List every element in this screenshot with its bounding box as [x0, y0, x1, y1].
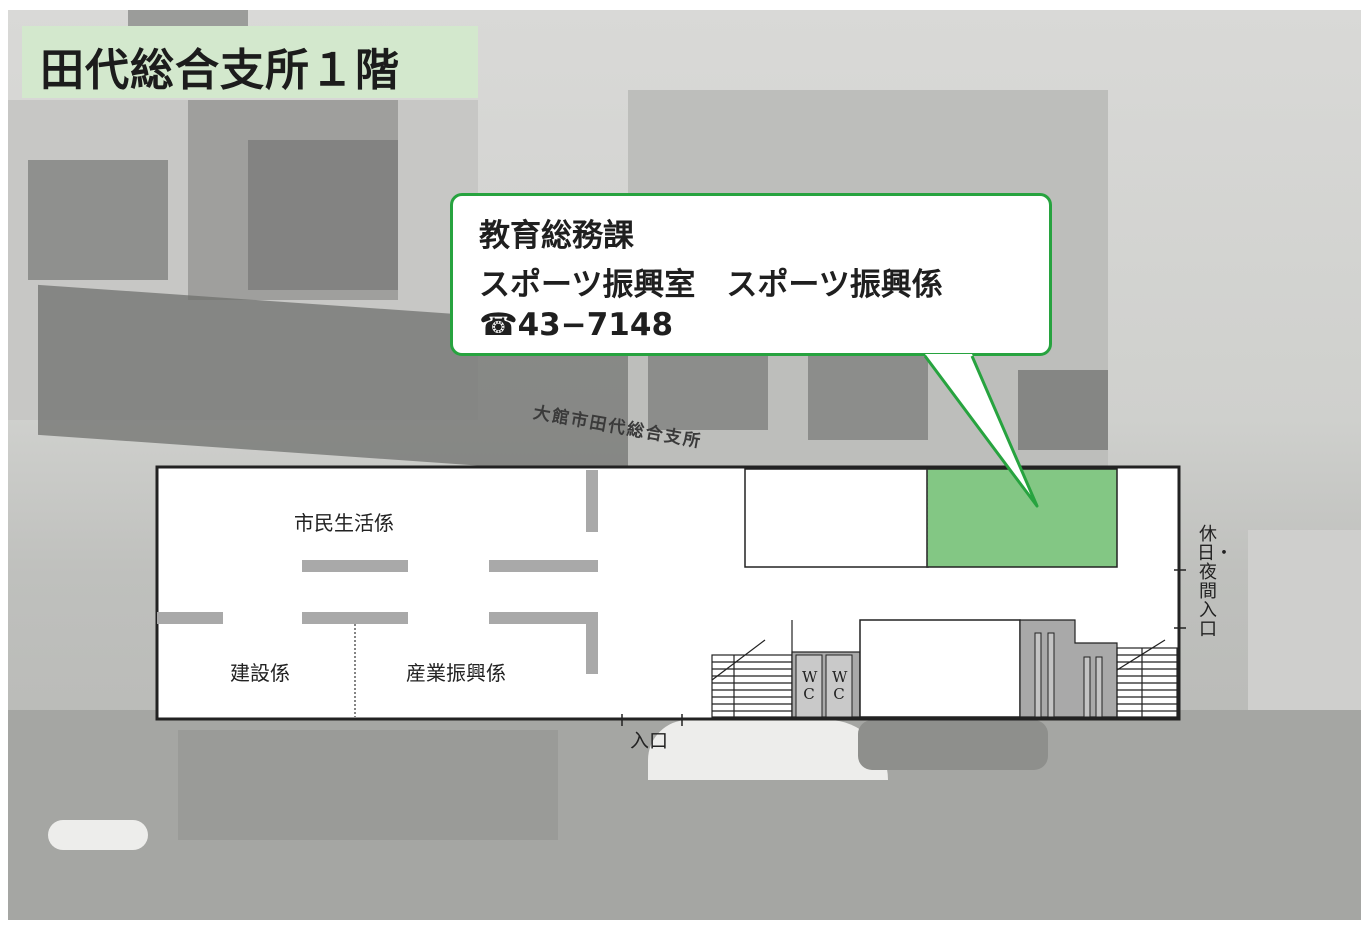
- wall-segment: [157, 612, 223, 624]
- stairs: [178, 730, 558, 840]
- staircase-right: [1116, 639, 1178, 718]
- elevator-shaft: [1034, 632, 1042, 718]
- partition-walls: [157, 470, 598, 674]
- building-dark-panel: [188, 100, 398, 300]
- education-office-highlight: [926, 468, 1118, 568]
- page-title: 田代総合支所１階: [40, 45, 400, 96]
- parked-car: [858, 720, 1048, 770]
- night-entrance-marker: [1174, 569, 1186, 629]
- building-window: [808, 350, 928, 440]
- central-room: [859, 619, 1021, 718]
- elevator-block: [1019, 619, 1118, 718]
- wall-segment: [586, 470, 598, 532]
- wall-segment: [489, 560, 598, 572]
- callout-department: 教育総務課: [479, 218, 634, 254]
- elevator-shaft: [1083, 656, 1091, 718]
- snow-patch: [48, 820, 148, 850]
- callout-phone: ☎43−7148: [479, 307, 674, 343]
- distant-building: [1248, 530, 1361, 710]
- wall-segment: [302, 612, 408, 624]
- staircase-left: [711, 639, 793, 718]
- wall-segment: [489, 612, 598, 624]
- room-label-sangyo: 産業振興係: [406, 661, 506, 685]
- wc-stall: [795, 654, 823, 718]
- wall-segment: [302, 560, 408, 572]
- snow-patch: [648, 720, 888, 780]
- wc-stall: [825, 654, 853, 718]
- night-entrance-label: 休日・夜間入口: [1197, 524, 1233, 640]
- entrance-marker: [621, 714, 683, 726]
- callout-section: スポーツ振興室 スポーツ振興係: [479, 267, 943, 303]
- department-callout: 教育総務課 スポーツ振興室 スポーツ振興係 ☎43−7148: [450, 193, 1052, 356]
- room-label-shimin: 市民生活係: [294, 511, 394, 535]
- room-label-kensetsu: 建設係: [230, 661, 290, 685]
- wall-segment: [586, 612, 598, 674]
- upper-room: [744, 468, 929, 568]
- title-banner: 田代総合支所１階: [22, 26, 478, 98]
- elevator-shaft: [1095, 656, 1103, 718]
- entrance-label: 入口: [630, 730, 669, 752]
- elevator-shaft: [1047, 632, 1055, 718]
- building-window: [28, 160, 168, 280]
